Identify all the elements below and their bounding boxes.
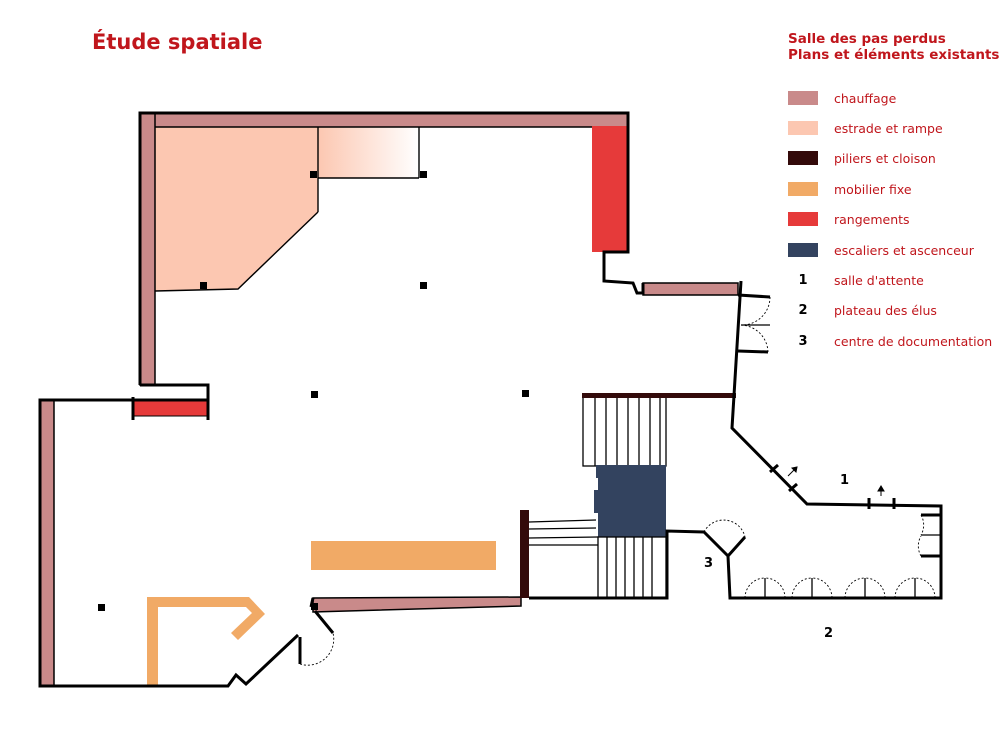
fixed-bench xyxy=(311,541,496,570)
stage-edge xyxy=(154,211,319,292)
ramp-area xyxy=(318,127,419,178)
plan-subtitle: Salle des pas perdus Plans et éléments e… xyxy=(788,31,999,63)
legend-label: centre de documentation xyxy=(834,333,993,349)
heater-right xyxy=(642,282,739,296)
elevator xyxy=(594,465,666,537)
heater-top xyxy=(139,112,629,128)
stage-area xyxy=(155,127,318,291)
wall-south xyxy=(309,597,315,608)
heater-bottom xyxy=(312,596,522,613)
partition-vertical xyxy=(520,510,529,598)
legend-label: chauffage xyxy=(834,90,897,106)
page-title: Étude spatiale xyxy=(92,30,263,54)
legend-label: salle d'attente xyxy=(834,272,924,288)
stairs-lower-frame xyxy=(597,536,667,599)
legend-item-furniture: mobilier fixe xyxy=(788,179,912,199)
storage-right xyxy=(592,126,628,252)
stair-treads-lower xyxy=(606,537,653,598)
plan-marker-2: 2 xyxy=(824,626,833,641)
legend-number: 3 xyxy=(798,333,808,349)
legend-swatch-heating xyxy=(788,91,818,105)
legend-item-heating: chauffage xyxy=(788,88,896,108)
wall-west xyxy=(38,383,300,688)
door-jamb xyxy=(313,610,335,634)
door-jamb xyxy=(737,349,769,354)
legend-label: plateau des élus xyxy=(834,302,937,318)
legend-swatch-storage xyxy=(788,212,818,226)
arrow-icon xyxy=(787,466,885,496)
legend-item-documentation: 3 centre de documentation xyxy=(788,331,992,351)
legend-item-waiting-room: 1 salle d'attente xyxy=(788,270,924,290)
door-jamb xyxy=(726,535,747,558)
legend-item-stairs: escaliers et ascenceur xyxy=(788,240,974,260)
plan-marker-3: 3 xyxy=(704,556,713,571)
fixed-counter xyxy=(147,597,265,686)
legend-swatch-pillars xyxy=(788,151,818,165)
storage-left xyxy=(132,400,209,417)
legend-label: escaliers et ascenceur xyxy=(834,242,974,258)
partition-top xyxy=(582,393,736,398)
legend-item-elected-floor: 2 plateau des élus xyxy=(788,300,937,320)
stair-treads-upper xyxy=(594,396,661,466)
legend-item-pillars: piliers et cloison xyxy=(788,148,936,168)
legend-number: 2 xyxy=(798,302,808,318)
legend-swatch-stairs xyxy=(788,243,818,257)
heater-left-lower xyxy=(39,399,55,687)
stair-corridor xyxy=(528,519,599,546)
legend-number: 1 xyxy=(798,272,808,288)
plan-subtitle-line1: Salle des pas perdus xyxy=(788,31,946,47)
legend-label: estrade et rampe xyxy=(834,120,943,136)
legend-label: rangements xyxy=(834,211,910,227)
partition-mark xyxy=(769,463,779,474)
wall-stairs xyxy=(529,280,943,600)
legend-item-stage: estrade et rampe xyxy=(788,118,943,138)
wall-main xyxy=(138,111,645,385)
legend-swatch-furniture xyxy=(788,182,818,196)
heater-left-upper xyxy=(139,112,156,386)
door-jamb xyxy=(737,293,771,299)
partition-mark xyxy=(788,482,798,493)
plan-subtitle-line2: Plans et éléments existants xyxy=(788,47,1000,63)
legend-swatch-stage xyxy=(788,121,818,135)
legend-label: mobilier fixe xyxy=(834,181,912,197)
door-leaves xyxy=(741,324,941,598)
pillars xyxy=(98,171,529,611)
plan-marker-1: 1 xyxy=(840,473,849,488)
legend-item-storage: rangements xyxy=(788,209,910,229)
legend-label: piliers et cloison xyxy=(834,150,936,166)
